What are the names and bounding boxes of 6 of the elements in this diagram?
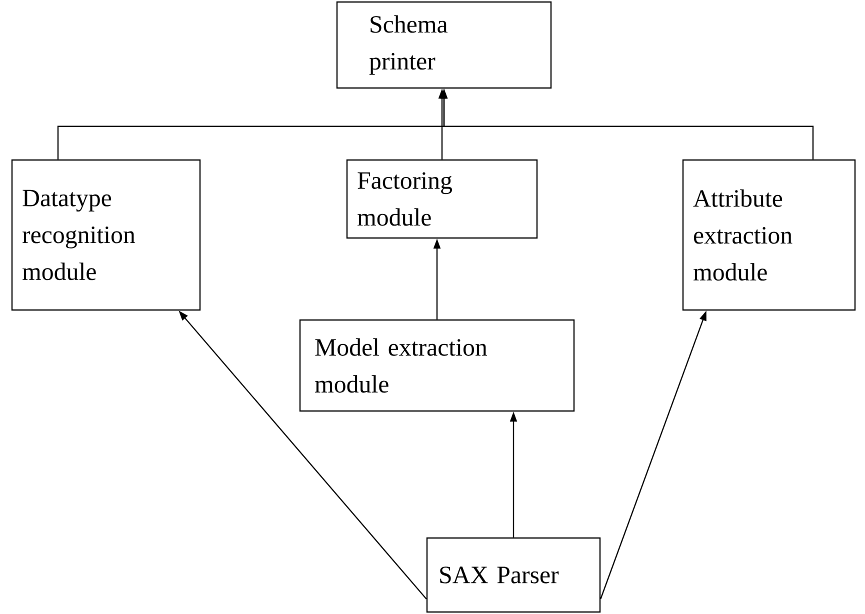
module-box: Datatype recognition module	[11, 159, 201, 311]
module-box: SAX Parser	[426, 537, 601, 613]
module-box: Attribute extraction module	[682, 159, 856, 311]
module-box: Schema printer	[336, 1, 552, 89]
module-box: Model extraction module	[299, 319, 575, 412]
module-box: Factoring module	[346, 159, 538, 239]
